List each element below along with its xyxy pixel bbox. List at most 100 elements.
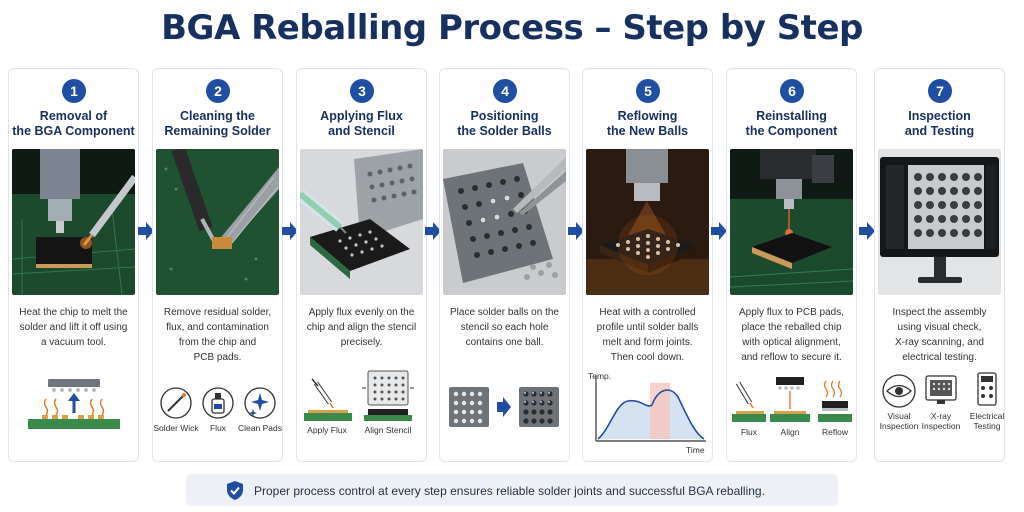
- desc-line: Heat with a controlled: [599, 307, 696, 318]
- desc-line: place the reballed chip: [741, 322, 842, 333]
- arrow-right-icon: [138, 222, 154, 240]
- desc-line: Heat the chip to melt the: [19, 307, 128, 318]
- heading-line: Reflowing: [617, 109, 678, 123]
- caption: Flux: [209, 423, 227, 433]
- desc-line: solder and lift it off using: [19, 322, 128, 333]
- step-number: 3: [350, 79, 374, 103]
- desc-line: Place solder balls on the: [450, 307, 559, 318]
- arrow-right-icon: [282, 222, 298, 240]
- graph-x-label: Time: [686, 445, 705, 455]
- removal-photo: [12, 149, 135, 295]
- solder-balls-photo: [443, 149, 566, 295]
- caption: Align Stencil: [364, 425, 412, 435]
- desc-line: profile until solder balls: [596, 322, 699, 333]
- desc-line: from the chip and: [178, 337, 257, 348]
- flux-stencil-diagram: Apply Flux Align Stencil: [300, 367, 423, 459]
- removal-diagram: [12, 369, 135, 459]
- caption: X-ray Inspection: [911, 411, 971, 431]
- heading-line: and Stencil: [328, 124, 395, 138]
- desc-line: Apply flux evenly on the: [308, 307, 415, 318]
- xray-monitor-icon: [925, 375, 957, 404]
- caption: Apply Flux: [307, 425, 347, 435]
- step-description: Apply flux to PCB pads, place the reball…: [732, 305, 851, 365]
- step-heading: Applying Flux and Stencil: [299, 109, 424, 139]
- step-card-6: 6 Reinstalling the Component Apply flux …: [726, 68, 857, 462]
- syringe-icon: [735, 381, 754, 409]
- step-heading: Reflowing the New Balls: [585, 109, 710, 139]
- caption-line: Inspection: [921, 421, 961, 431]
- desc-line: using visual check,: [897, 322, 982, 333]
- heading-line: Reinstalling: [756, 109, 827, 123]
- caption-line: X-ray: [930, 411, 952, 421]
- heading-line: the Component: [745, 124, 838, 138]
- step-card-1: 1 Removal of the BGA Component Heat the …: [8, 68, 139, 462]
- reflow-profile-graph: Temp. Time: [586, 369, 709, 459]
- heading-line: Applying Flux: [320, 109, 403, 123]
- heading-line: Remaining Solder: [164, 124, 271, 138]
- caption-line: Testing: [973, 421, 1001, 431]
- step-description: Apply flux evenly on the chip and align …: [302, 305, 421, 350]
- reinstall-photo: [730, 149, 853, 295]
- desc-line: Then cool down.: [610, 352, 685, 363]
- step-number: 6: [780, 79, 804, 103]
- footer-banner: Proper process control at every step ens…: [186, 474, 838, 506]
- desc-line: X-ray scanning, and: [895, 337, 984, 348]
- sparkle-icon: [244, 387, 276, 419]
- heading-line: Positioning: [470, 109, 539, 123]
- desc-line: Apply flux to PCB pads,: [738, 307, 845, 318]
- desc-line: flux, and contamination: [166, 322, 269, 333]
- desc-line: with optical alignment,: [742, 337, 841, 348]
- step-number: 7: [928, 79, 952, 103]
- caption: Solder Wick: [153, 423, 199, 433]
- graph-y-label: Temp.: [588, 371, 612, 381]
- cleaning-icons: Solder Wick Flux Clean Pads: [153, 369, 282, 459]
- xray-monitor-photo: [878, 149, 1001, 295]
- heading-line: Removal of: [39, 109, 108, 123]
- step-card-5: 5 Reflowing the New Balls Heat with a co…: [582, 68, 713, 462]
- eye-icon: [882, 374, 916, 408]
- step-heading: Removal of the BGA Component: [11, 109, 136, 139]
- step-card-4: 4 Positioning the Solder Balls Place sol…: [439, 68, 570, 462]
- heading-line: and Testing: [904, 124, 975, 138]
- heading-line: the Solder Balls: [457, 124, 552, 138]
- caption: Visual Inspection: [869, 411, 929, 431]
- caption: Flux: [740, 427, 758, 437]
- desc-line: Remove residual solder,: [163, 307, 272, 318]
- step-number: 2: [206, 79, 230, 103]
- step-heading: Positioning the Solder Balls: [442, 109, 567, 139]
- step-number: 5: [636, 79, 660, 103]
- caption-line: Inspection: [879, 421, 919, 431]
- desc-line: and reflow to secure it.: [741, 352, 842, 363]
- heading-line: Inspection: [908, 109, 971, 123]
- shield-check-icon: [227, 481, 243, 500]
- step-heading: Reinstalling the Component: [729, 109, 854, 139]
- caption: Align: [780, 427, 800, 437]
- heading-line: the New Balls: [606, 124, 689, 138]
- heading-line: the BGA Component: [12, 124, 135, 138]
- arrow-right-icon: [859, 222, 875, 240]
- step-number: 1: [62, 79, 86, 103]
- caption: Reflow: [822, 427, 848, 437]
- desc-line: precisely.: [340, 337, 383, 348]
- desc-line: melt and form joints.: [602, 337, 693, 348]
- caption: Clean Pads: [238, 423, 282, 433]
- footer-text: Proper process control at every step ens…: [254, 484, 765, 498]
- heading-line: Cleaning the: [179, 109, 255, 123]
- caption: Electrical Testing: [957, 411, 1017, 431]
- multimeter-icon: [977, 372, 997, 406]
- step-number: 4: [493, 79, 517, 103]
- step-description: Heat the chip to melt the solder and lif…: [14, 305, 133, 350]
- arrow-right-icon: [568, 222, 584, 240]
- inspection-icons: Visual Inspection X-ray Inspection Elect…: [878, 369, 1004, 459]
- step-card-7: 7 Inspection and Testing Inspect the ass…: [874, 68, 1005, 462]
- desc-line: Inspect the assembly: [892, 307, 987, 318]
- syringe-icon: [311, 378, 334, 409]
- arrow-right-icon: [425, 222, 441, 240]
- caption-line: Electrical: [969, 411, 1005, 421]
- step-card-2: 2 Cleaning the Remaining Solder Remove r…: [152, 68, 283, 462]
- arrow-right-icon: [711, 222, 727, 240]
- solder-wick-icon: [160, 387, 192, 419]
- desc-line: PCB pads.: [193, 352, 242, 363]
- desc-line: contains one ball.: [465, 337, 544, 348]
- reinstall-diagram: Flux Align Reflow: [730, 369, 853, 459]
